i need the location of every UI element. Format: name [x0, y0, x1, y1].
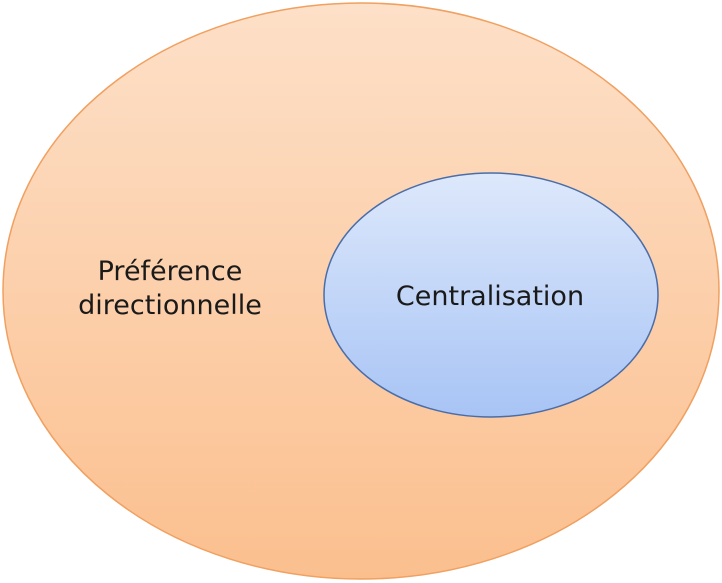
inner-set-ellipse — [323, 172, 659, 418]
inner-set-label: Centralisation — [395, 281, 585, 312]
outer-set-label: Préférence directionnelle — [30, 255, 310, 323]
outer-set-label-line2: directionnelle — [78, 290, 262, 321]
outer-set-label-line1: Préférence — [97, 256, 243, 287]
